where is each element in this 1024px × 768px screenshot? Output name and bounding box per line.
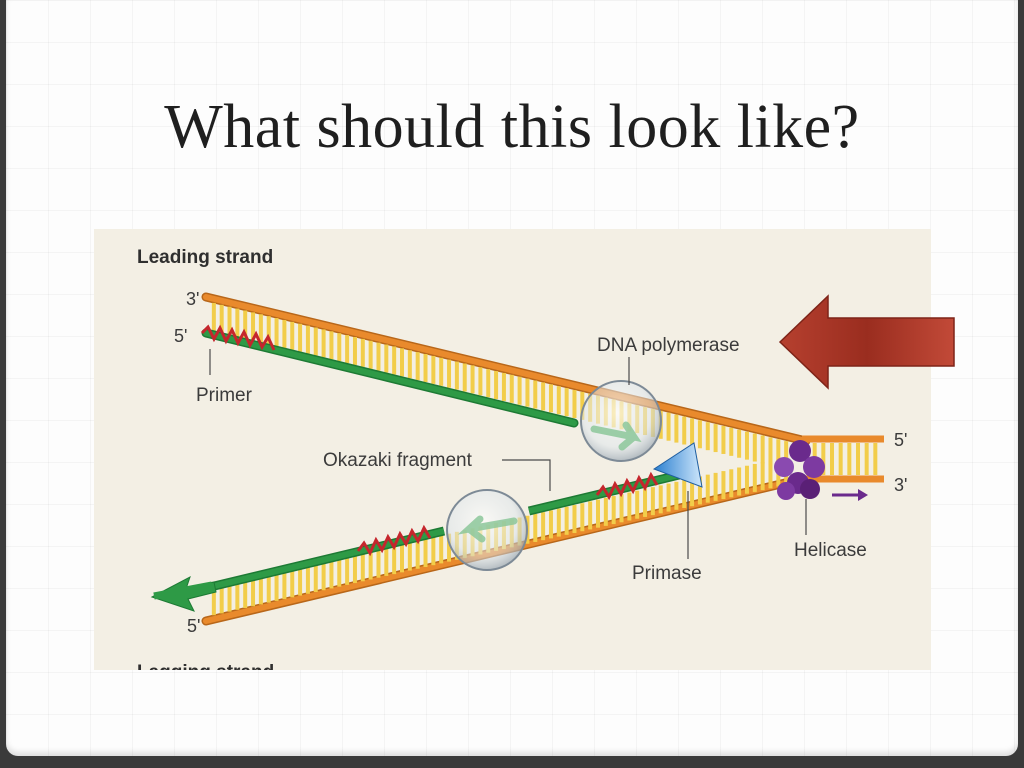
lagging-5prime-label: 5' bbox=[187, 616, 200, 636]
diagram-canvas: Leading strand 3' 5' Primer DNA polymera… bbox=[137, 247, 907, 670]
leading-template-strand bbox=[201, 292, 811, 446]
label-leader-lines bbox=[209, 349, 807, 559]
primer-label: Primer bbox=[196, 385, 253, 406]
leading-strand-label: Leading strand bbox=[137, 247, 273, 268]
leading-base-pairs bbox=[211, 302, 789, 470]
helicase bbox=[774, 440, 825, 500]
primase bbox=[652, 442, 703, 488]
dna-replication-diagram: Leading strand 3' 5' Primer DNA polymera… bbox=[94, 229, 931, 670]
leading-5prime-label: 5' bbox=[174, 326, 187, 346]
leading-3prime-label: 3' bbox=[186, 289, 199, 309]
parental-duplex bbox=[802, 435, 884, 483]
okazaki-fragment-label: Okazaki fragment bbox=[323, 450, 473, 471]
right-3prime-label: 3' bbox=[894, 475, 907, 495]
lagging-primer-2 bbox=[595, 471, 659, 501]
right-5prime-label: 5' bbox=[894, 430, 907, 450]
helicase-label: Helicase bbox=[794, 540, 867, 561]
pointer-arrow-icon bbox=[778, 294, 955, 390]
slide: What should this look like? bbox=[6, 0, 1018, 756]
lagging-primer-1 bbox=[356, 524, 432, 557]
dna-polymerase-label: DNA polymerase bbox=[597, 335, 740, 356]
lagging-base-pairs bbox=[211, 456, 789, 616]
slide-title: What should this look like? bbox=[164, 93, 860, 161]
dna-polymerase-leading bbox=[580, 380, 662, 462]
primase-label: Primase bbox=[632, 563, 702, 584]
helicase-direction-arrow bbox=[832, 489, 868, 501]
dna-polymerase-lagging bbox=[446, 489, 528, 571]
leading-primer bbox=[200, 324, 276, 351]
leading-new-strand bbox=[201, 328, 579, 428]
lagging-strand-label: Lagging strand bbox=[137, 662, 274, 670]
